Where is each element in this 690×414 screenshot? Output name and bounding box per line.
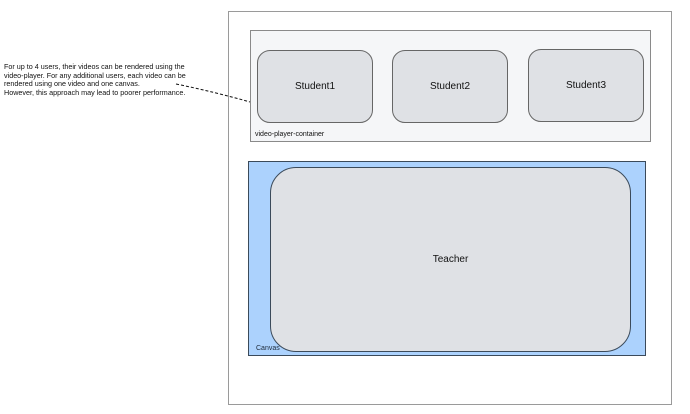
student-tile: Student1 <box>257 50 373 123</box>
student-label: Student1 <box>294 81 336 92</box>
student-label: Student3 <box>565 80 607 91</box>
annotation-line: However, this approach may lead to poore… <box>4 87 186 97</box>
annotation-line: rendered using one video and one canvas. <box>4 79 140 89</box>
annotation-note: For up to 4 users, their videos can be r… <box>4 62 234 97</box>
student-tile: Student2 <box>392 50 508 123</box>
student-tile: Student3 <box>528 49 644 122</box>
teacher-label: Teacher <box>432 254 469 265</box>
teacher-tile: Teacher <box>270 167 631 352</box>
annotation-line: For up to 4 users, their videos can be r… <box>4 62 185 71</box>
container-label: video-player-container <box>255 131 325 138</box>
canvas-label: Canvas <box>256 345 280 352</box>
student-label: Student2 <box>429 81 471 92</box>
video-player-container: Student1 Student2 Student3 video-player-… <box>250 30 651 142</box>
annotation-line: video-player. For any additional users, … <box>4 70 186 80</box>
